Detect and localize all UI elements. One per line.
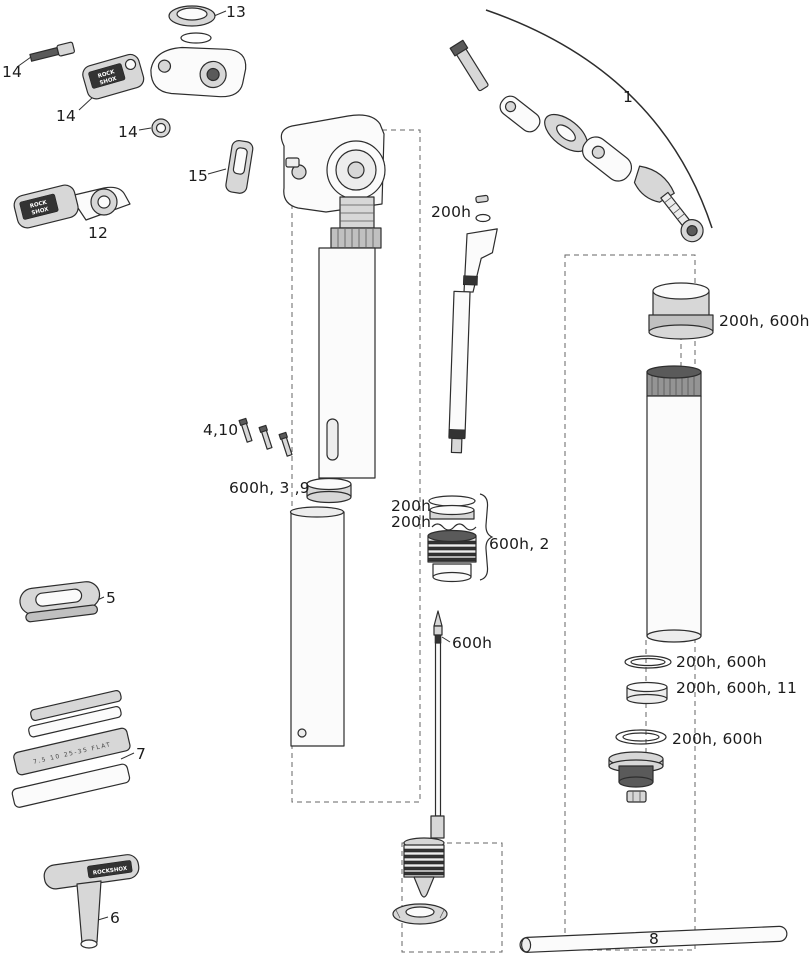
part-6-t-handle: ROCKSHOX bbox=[43, 854, 140, 949]
part-inner-shaft-200h bbox=[448, 228, 498, 454]
callout-4-10: 4,10 bbox=[203, 421, 239, 439]
part-remote-lever-body bbox=[150, 46, 247, 98]
part-14-hose-barb bbox=[29, 41, 75, 62]
callout-200h-600h-oring-b: 200h, 600h bbox=[672, 730, 763, 748]
callout-600h-3-9: 600h, 3 ,9 bbox=[229, 479, 310, 497]
part-shaft-600h bbox=[430, 610, 445, 839]
brand-mark: ROCKSHOX bbox=[93, 866, 129, 877]
part-upper-tube bbox=[318, 227, 382, 479]
part-piston-600h bbox=[403, 837, 445, 898]
brand-mark: SHOX bbox=[99, 76, 118, 87]
part-8-hose-tube bbox=[519, 925, 788, 953]
callout-200h-600h-oring-a: 200h, 600h bbox=[676, 653, 767, 671]
callout-14-nut: 14 bbox=[118, 123, 139, 141]
part-1-clamp-bolt bbox=[660, 191, 704, 243]
part-12-remote-lever: ROCK SHOX bbox=[13, 184, 131, 229]
callout-200h-600h-11: 200h, 600h, 11 bbox=[676, 679, 798, 697]
callout-14-clamp: 14 bbox=[56, 107, 77, 125]
part-oring-200h-600h-a bbox=[624, 655, 672, 669]
kit-box-bottom bbox=[401, 842, 503, 953]
part-lower-tube bbox=[289, 506, 345, 747]
part-13-top-cap bbox=[168, 5, 216, 44]
brace-600h-2 bbox=[479, 493, 494, 581]
part-oring-200h-600h-b bbox=[615, 729, 667, 745]
part-collar-ring bbox=[392, 903, 448, 925]
part-15-clamp-bracket bbox=[225, 139, 254, 194]
callout-7: 7 bbox=[136, 745, 147, 763]
part-glide-ring-11 bbox=[626, 681, 668, 705]
callout-12: 12 bbox=[88, 224, 109, 242]
part-bottom-cap bbox=[608, 751, 664, 788]
part-outer-tube bbox=[646, 365, 702, 643]
part-200h-fittings bbox=[475, 194, 491, 223]
part-collar-600h-3-9 bbox=[306, 477, 352, 504]
part-14-nut bbox=[151, 118, 171, 138]
callout-200h-seal-b: 200h bbox=[391, 513, 432, 531]
callout-14-hose: 14 bbox=[2, 63, 23, 81]
callout-1: 1 bbox=[623, 88, 634, 106]
callout-200h-600h-collar: 200h, 600h bbox=[719, 312, 810, 330]
callout-200h-top: 200h bbox=[431, 203, 472, 221]
callout-600h-shaft: 600h bbox=[452, 634, 493, 652]
callout-5: 5 bbox=[106, 589, 117, 607]
brand-mark: SHOX bbox=[31, 206, 50, 216]
callout-600h-2: 600h, 2 bbox=[489, 535, 550, 553]
part-1-remote-assembly bbox=[449, 9, 713, 243]
part-pins-4-10 bbox=[238, 417, 293, 457]
callout-15: 15 bbox=[188, 167, 209, 185]
callout-6: 6 bbox=[110, 909, 121, 927]
part-seatpost-head bbox=[280, 114, 386, 229]
brand-mark: ROCK bbox=[97, 69, 116, 80]
part-seal-stack-600h-2 bbox=[427, 495, 477, 583]
part-14-lever-clamp: ROCK SHOX bbox=[82, 53, 145, 100]
callout-8: 8 bbox=[649, 930, 660, 948]
callout-200h-seal-a: 200h bbox=[391, 497, 432, 515]
part-7-shim-stack: 7.5 10 25-35 FLAT bbox=[11, 690, 131, 808]
brand-mark: ROCK bbox=[29, 200, 48, 210]
part-5-saddle-clamp-plate bbox=[19, 581, 101, 623]
leader-lines bbox=[16, 10, 451, 921]
callout-13: 13 bbox=[226, 3, 247, 21]
part-upper-collar-200h-600h bbox=[648, 282, 714, 340]
part-valve-nut bbox=[626, 790, 647, 803]
